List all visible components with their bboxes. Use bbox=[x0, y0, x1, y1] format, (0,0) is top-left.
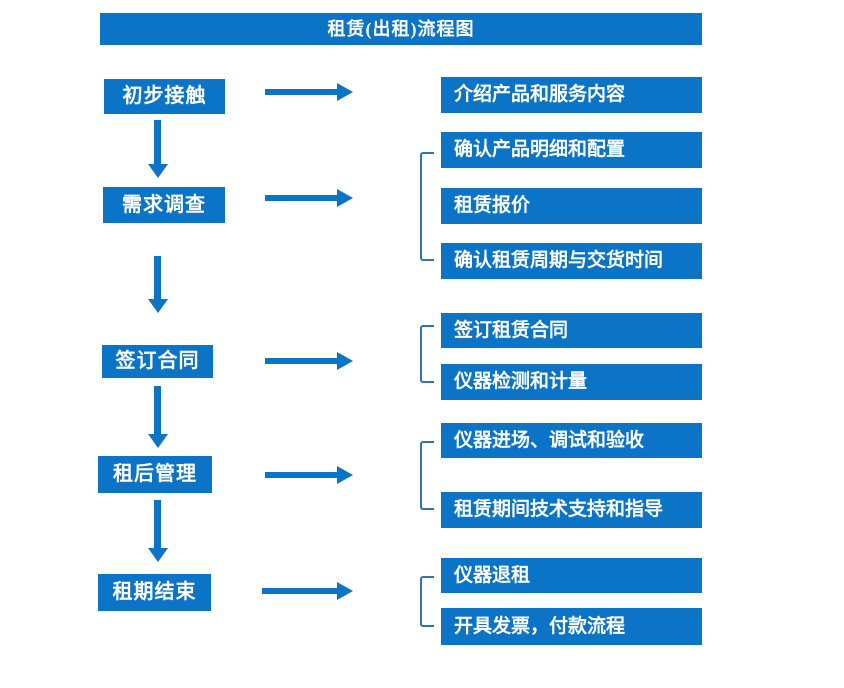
right-arrow-head bbox=[337, 466, 353, 484]
right-arrow-head bbox=[337, 189, 353, 207]
right-arrow bbox=[265, 352, 353, 370]
detail-box-confirm-rental-period-delivery: 确认租赁周期与交货时间 bbox=[441, 243, 702, 279]
detail-box-rental-quote: 租赁报价 bbox=[441, 188, 702, 224]
right-arrow-shaft bbox=[262, 588, 337, 594]
down-arrow-head bbox=[147, 164, 168, 178]
right-arrow-shaft bbox=[265, 89, 337, 95]
down-arrow bbox=[147, 386, 168, 448]
stage-box-initial-contact: 初步接触 bbox=[104, 79, 225, 114]
stage-box-post-rental-management: 租后管理 bbox=[98, 456, 212, 493]
detail-box-invoice-payment: 开具发票，付款流程 bbox=[441, 608, 702, 645]
right-arrow bbox=[262, 582, 353, 600]
right-arrow bbox=[265, 83, 353, 101]
right-arrow-head bbox=[337, 582, 353, 600]
group-bracket bbox=[420, 152, 434, 261]
down-arrow bbox=[147, 500, 168, 562]
down-arrow bbox=[147, 256, 168, 313]
down-arrow-shaft bbox=[154, 500, 161, 548]
right-arrow-head bbox=[337, 352, 353, 370]
detail-box-instrument-testing-metering: 仪器检测和计量 bbox=[441, 364, 702, 400]
detail-box-instrument-arrival-acceptance: 仪器进场、调试和验收 bbox=[441, 423, 702, 458]
down-arrow-shaft bbox=[154, 256, 161, 299]
right-arrow bbox=[265, 466, 353, 484]
down-arrow bbox=[147, 120, 168, 178]
stage-box-demand-survey: 需求调查 bbox=[103, 187, 225, 223]
detail-box-sign-rental-contract: 签订租赁合同 bbox=[441, 313, 702, 348]
down-arrow-shaft bbox=[154, 120, 161, 164]
detail-box-technical-support: 租赁期间技术支持和指导 bbox=[441, 492, 702, 528]
down-arrow-head bbox=[147, 548, 168, 562]
right-arrow-shaft bbox=[265, 358, 337, 364]
detail-box-introduce-products-services: 介绍产品和服务内容 bbox=[441, 77, 702, 113]
detail-box-confirm-product-details: 确认产品明细和配置 bbox=[441, 132, 702, 168]
right-arrow-head bbox=[337, 83, 353, 101]
group-bracket bbox=[420, 441, 434, 510]
group-bracket bbox=[420, 325, 434, 383]
right-arrow bbox=[265, 189, 353, 207]
stage-box-lease-end: 租期结束 bbox=[98, 574, 211, 611]
down-arrow-head bbox=[147, 299, 168, 313]
right-arrow-shaft bbox=[265, 195, 337, 201]
down-arrow-head bbox=[147, 434, 168, 448]
flowchart-title: 租赁(出租)流程图 bbox=[100, 13, 702, 45]
right-arrow-shaft bbox=[265, 472, 337, 478]
down-arrow-shaft bbox=[154, 386, 161, 434]
stage-box-sign-contract: 签订合同 bbox=[102, 345, 213, 378]
detail-box-instrument-return: 仪器退租 bbox=[441, 558, 702, 593]
group-bracket bbox=[420, 576, 434, 627]
